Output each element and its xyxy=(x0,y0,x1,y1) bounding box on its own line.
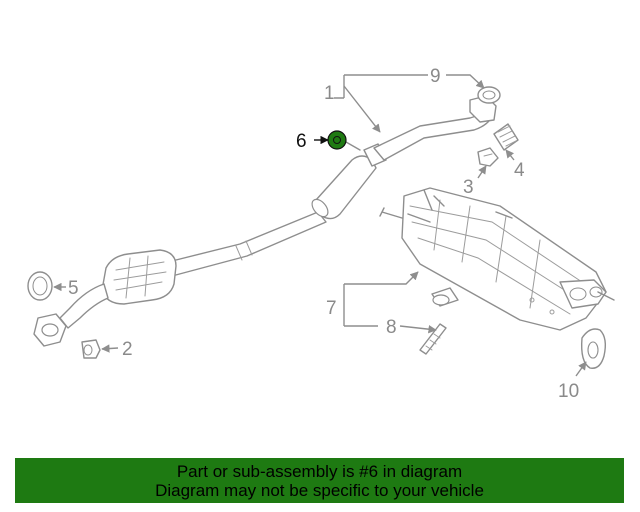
callout-8: 8 xyxy=(386,317,397,338)
front-pipe xyxy=(33,211,327,347)
callout-6[interactable]: 6 xyxy=(296,131,307,152)
callout-9: 9 xyxy=(430,66,441,87)
callout-7: 7 xyxy=(326,298,337,319)
part-5-gasket xyxy=(27,271,53,301)
info-banner: Part or sub-assembly is #6 in diagram Di… xyxy=(15,458,624,503)
callout-2: 2 xyxy=(122,339,133,360)
banner-line-2: Diagram may not be specific to your vehi… xyxy=(155,481,484,500)
callout-4: 4 xyxy=(514,160,525,181)
part-3-bolt xyxy=(477,147,499,167)
callout-3: 3 xyxy=(463,177,474,198)
callout-5: 5 xyxy=(68,278,79,299)
center-pipe xyxy=(311,95,497,220)
callout-1: 1 xyxy=(324,83,335,104)
leader-lines xyxy=(53,74,587,377)
part-6-nut[interactable] xyxy=(327,130,347,150)
part-2-nut xyxy=(81,339,101,359)
muffler-assembly xyxy=(379,187,615,331)
banner-line-1: Part or sub-assembly is #6 in diagram xyxy=(176,462,463,481)
callout-10: 10 xyxy=(558,381,579,402)
part-9-gasket xyxy=(477,86,501,104)
part-8-stud xyxy=(419,323,447,355)
part-4-spring xyxy=(493,123,519,151)
part-10-hanger xyxy=(580,328,607,369)
